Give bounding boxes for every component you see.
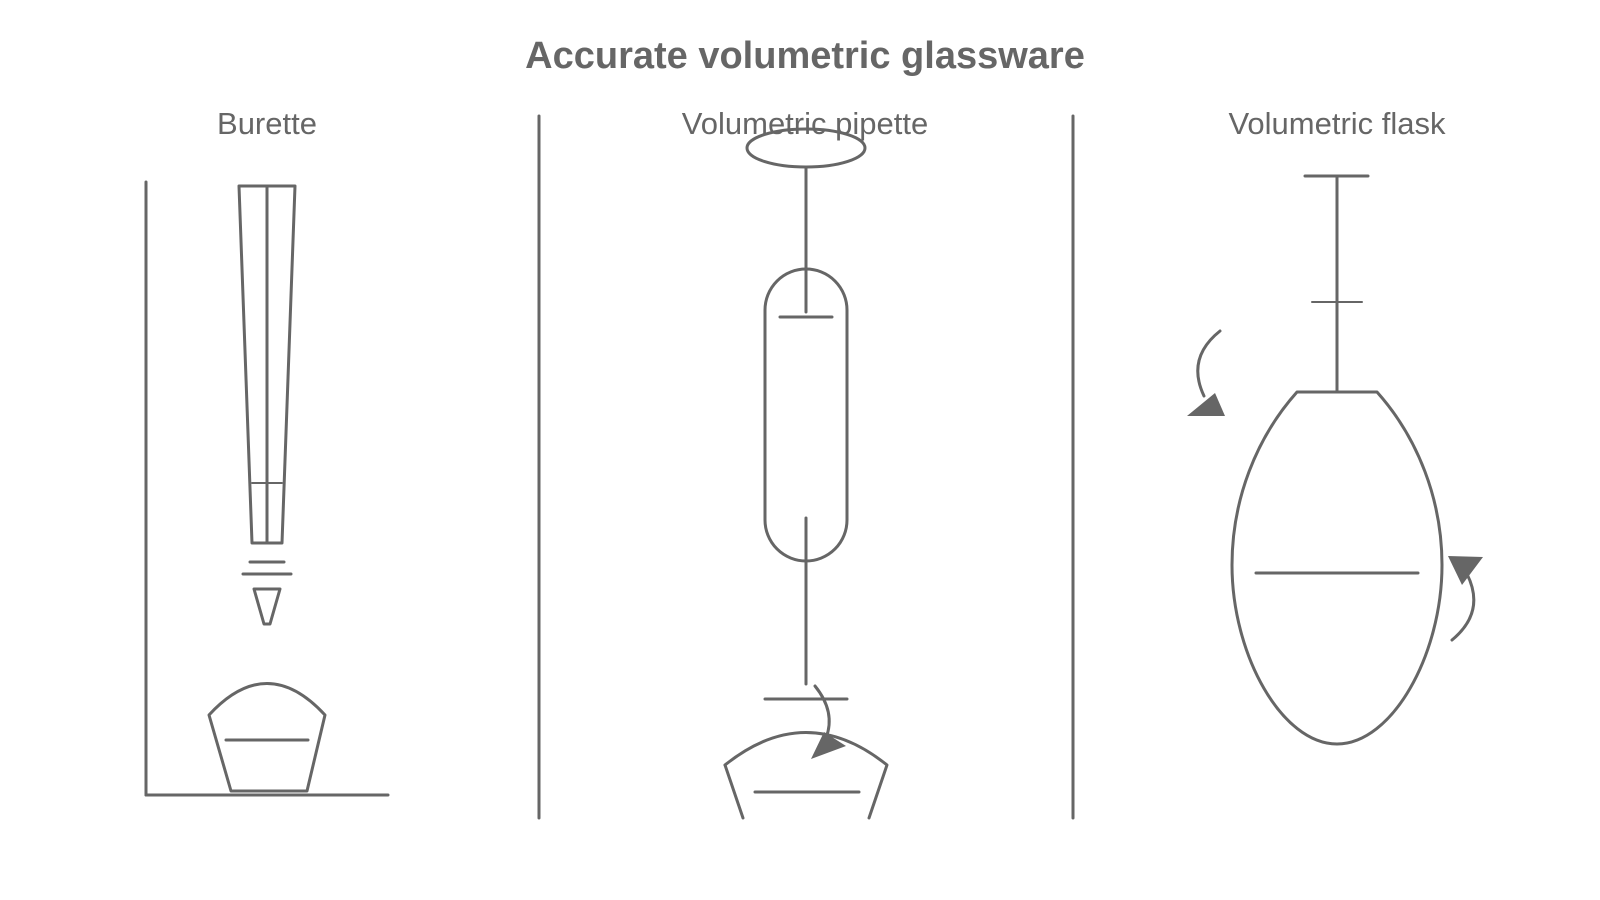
flask-swirl-arrow-left-icon bbox=[1187, 329, 1225, 416]
burette-panel: Burette bbox=[144, 106, 390, 797]
burette-receiving-beaker bbox=[207, 682, 327, 793]
pipette-drain-arrow-icon bbox=[811, 684, 846, 759]
burette-stopcock bbox=[241, 560, 293, 626]
flask-label: Volumetric flask bbox=[1228, 106, 1446, 141]
flask-neck bbox=[1303, 174, 1370, 394]
burette-label: Burette bbox=[217, 106, 317, 141]
pipette-label: Volumetric pipette bbox=[682, 106, 928, 141]
flask-panel: Volumetric flask bbox=[1187, 106, 1483, 746]
burette-tube bbox=[237, 184, 297, 545]
flask-body bbox=[1230, 390, 1444, 746]
diagram-title: Accurate volumetric glassware bbox=[525, 35, 1085, 77]
retort-stand bbox=[144, 180, 390, 797]
pipette-receiving-beaker bbox=[723, 731, 889, 820]
pipette-panel: Volumetric pipette bbox=[682, 106, 928, 820]
flask-swirl-arrow-right-icon bbox=[1448, 556, 1483, 642]
